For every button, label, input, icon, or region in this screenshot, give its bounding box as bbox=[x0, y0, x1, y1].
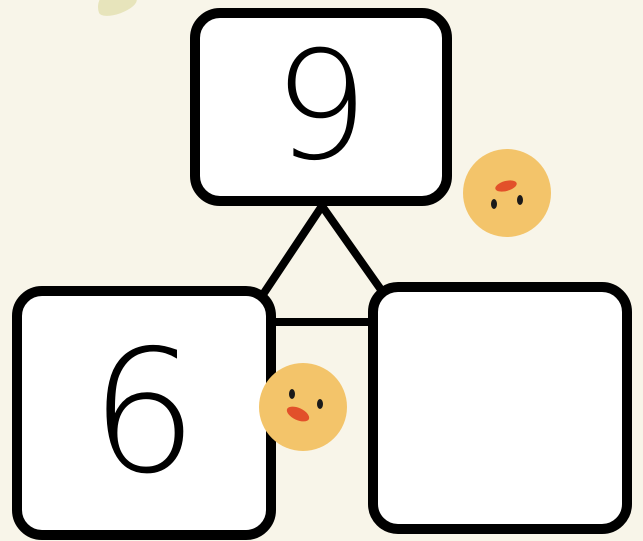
whole-number-box: 9 bbox=[190, 8, 452, 206]
connector-line-left bbox=[262, 206, 322, 296]
duck-face-icon bbox=[462, 148, 552, 238]
left-part-number: 6 bbox=[90, 328, 198, 498]
connector-line-right bbox=[322, 206, 384, 294]
right-part-answer-box[interactable] bbox=[368, 282, 632, 534]
duck-face-icon bbox=[258, 362, 348, 452]
whole-number: 9 bbox=[273, 32, 368, 182]
left-part-box: 6 bbox=[12, 286, 276, 540]
